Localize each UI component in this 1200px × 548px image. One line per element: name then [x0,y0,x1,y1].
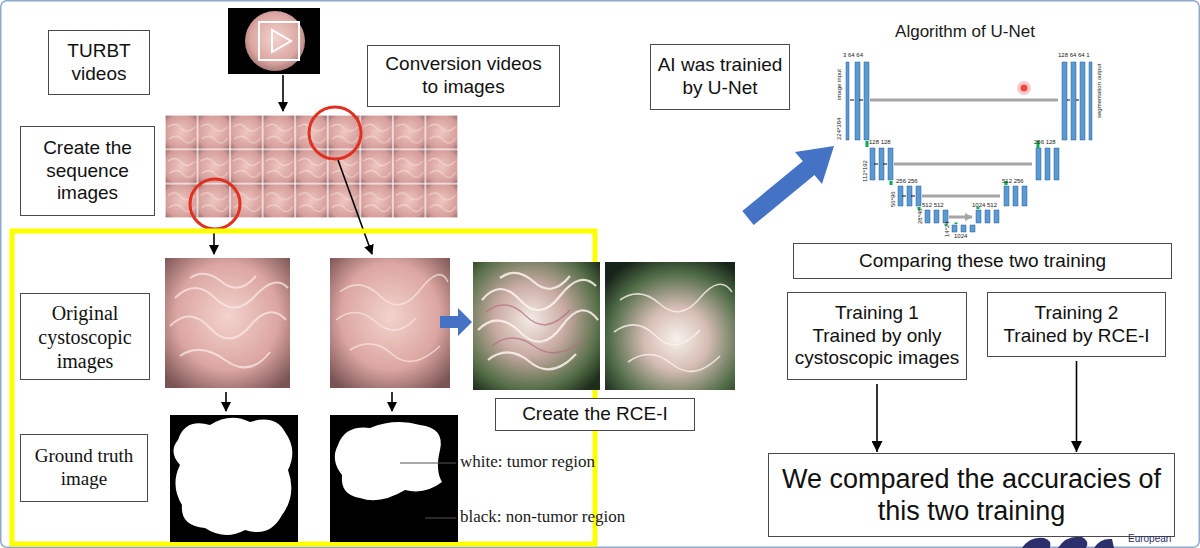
flow-arrow [876,384,878,452]
step-box: Create the RCE-I [495,398,695,431]
video-background [228,8,320,74]
legend-note: black: non-tumor region [460,507,625,527]
cystoscopic-image [165,258,290,388]
arrow-shaft [748,167,810,218]
training-box: Training 2Trained by RCE-I [987,292,1166,357]
channel-count: 512 512 [922,202,944,209]
image-area [473,262,600,390]
box-text: TURBT videos [53,40,145,86]
tumor-area [173,418,292,535]
box-text: AI was trainied by U-Net [654,54,786,100]
step-box: Conversion videos to images [367,45,560,107]
flow-arrow [391,392,393,411]
training-box: Training 1Trained by only cystoscopic im… [787,292,967,380]
channel-count: 1024 512 [972,202,997,209]
selection-circle [190,179,240,229]
selection-circle [309,107,361,159]
channel-count: 128 64 64 1 [1058,52,1090,59]
heading-box: Comparing these two training [793,243,1172,279]
block-arrow [748,146,834,218]
size-label: 28*48 [917,208,924,224]
box-text: Ground truth image [25,445,143,491]
tissue-texture [478,273,598,370]
rce-image [473,262,600,390]
flow-arrow [1076,361,1078,452]
box-text: Create the RCE-I [522,403,668,426]
io-label: segmentation output [1096,64,1103,118]
caption-box: Original cystoscopic images [20,293,150,380]
arrow-head [795,146,834,184]
box-body-text: Trained by only cystoscopic images [791,325,963,371]
size-label: 224*384 [836,118,843,140]
channel-count: 512 256 [1002,178,1024,185]
leader-line [425,518,456,519]
box-text: Training 1 [835,302,919,325]
play-button-frame [259,22,299,60]
step-box: TURBT videos [48,30,150,95]
logo-text: European [1128,533,1171,545]
non-tumor-area [170,415,298,542]
step-box: AI was trainied by U-Net [650,44,790,110]
tissue-texture [614,284,732,371]
ground-truth-mask [170,415,298,542]
tissue-texture [336,275,448,362]
flow-arrow [225,392,227,411]
unet-diagram [846,62,1092,232]
channel-count: 1024 [954,233,967,240]
video-icon [228,8,320,74]
flow-arrow [282,75,284,111]
cursor-dot [1021,85,1028,92]
leader-line [400,463,456,464]
tumor-area [335,422,442,500]
ground-truth-mask [330,415,458,542]
box-text: Conversion videos to images [384,53,543,99]
box-text: We compared the accuracies of this two t… [775,463,1168,528]
diagram-heading: Algorithm of U-Net [830,22,1100,42]
image-sequence-grid [165,115,458,218]
result-box: We compared the accuracies of this two t… [768,453,1175,537]
feature-map-bars [846,62,1092,232]
non-tumor-area [330,415,458,542]
play-symbol [272,30,291,52]
step-box: Create the sequence images [20,126,155,216]
block-arrow [440,308,472,336]
image-area [605,262,735,390]
flow-arrow [213,230,215,254]
channel-count: 128 128 [869,139,891,146]
sampling-arrows [867,141,1038,226]
conv-arrows [850,100,1079,196]
logo-mark [1022,537,1114,548]
rce-image [605,262,735,390]
channel-count: 256 128 [1034,139,1056,146]
size-label: 14*24 [944,221,951,237]
box-body-text: Trained by RCE-I [1003,325,1149,348]
cursor-dot [1017,81,1031,95]
size-label: 112*192 [862,160,869,182]
tissue-texture [486,305,584,353]
tissue-texture [170,274,288,368]
box-text: Create the sequence images [27,137,148,205]
flow-arrow [338,160,372,254]
size-label: 56*96 [890,191,897,207]
io-label: image input [836,69,843,100]
caption-box: Ground truth image [20,434,148,502]
box-text: Original cystoscopic images [25,301,145,373]
legend-note: white: tumor region [460,452,595,472]
box-text: Comparing these two training [859,250,1106,273]
video-frame [245,11,305,71]
image-area [165,258,290,388]
channel-count: 3 64 64 [843,52,863,59]
box-text: Training 2 [1035,302,1119,325]
image-area [330,258,450,388]
cystoscopic-image [330,258,450,388]
channel-count: 256 256 [896,178,918,185]
